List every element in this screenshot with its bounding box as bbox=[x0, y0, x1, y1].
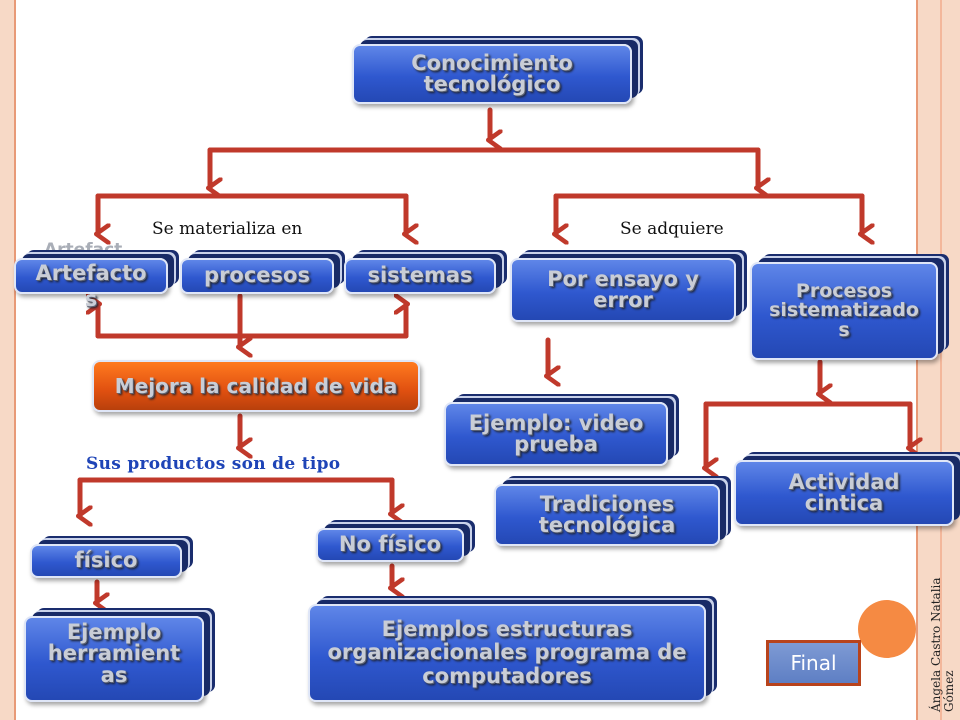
artefactos-ghost-text: Artefact bbox=[44, 240, 123, 260]
slide-frame-right bbox=[918, 0, 960, 720]
label-se-adquiere: Se adquiere bbox=[620, 219, 724, 239]
author-line-2: Gómez bbox=[942, 670, 957, 712]
node-ejemplo-herramientas-label: Ejemplo herramient as bbox=[47, 620, 181, 687]
node-por-ensayo-y-error: Por ensayo y error bbox=[510, 258, 736, 322]
node-fisico: físico bbox=[30, 544, 182, 578]
slide-frame-left bbox=[0, 0, 14, 720]
node-procesos: procesos bbox=[180, 258, 334, 294]
node-sistemas: sistemas bbox=[344, 258, 496, 294]
node-procesos-sistematizados: Procesos sistematizado s bbox=[750, 262, 938, 360]
slide-frame-right-line bbox=[916, 0, 918, 720]
node-procesos-label: procesos bbox=[204, 263, 310, 288]
node-mejora-calidad-de-vida: Mejora la calidad de vida bbox=[92, 360, 420, 412]
node-ejemplo-video-prueba: Ejemplo: video prueba bbox=[444, 402, 668, 466]
node-no-fisico-label: No físico bbox=[338, 532, 442, 557]
node-fisico-label: físico bbox=[74, 548, 138, 573]
node-ejemplo-herramientas: Ejemplo herramient as bbox=[24, 616, 204, 702]
node-mejora-label: Mejora la calidad de vida bbox=[114, 373, 398, 398]
decorative-circle bbox=[858, 600, 916, 658]
node-ejemplos-estructuras-label: Ejemplos estructuras organizacionales pr… bbox=[327, 616, 687, 688]
node-tradiciones-tecnologica: Tradiciones tecnológica bbox=[494, 484, 720, 546]
node-ejemplo-video-label: Ejemplo: video prueba bbox=[468, 410, 644, 456]
node-conocimiento-label: Conocimiento tecnológico bbox=[411, 50, 573, 96]
final-button[interactable]: Final bbox=[766, 640, 861, 686]
label-sus-productos: Sus productos son de tipo bbox=[86, 454, 341, 474]
node-actividad-cintica: Actividad cintica bbox=[734, 460, 954, 526]
final-button-label: Final bbox=[790, 651, 837, 675]
node-conocimiento-tecnologico: Conocimiento tecnológico bbox=[352, 44, 632, 104]
node-actividad-label: Actividad cintica bbox=[788, 469, 900, 515]
node-ejemplos-estructuras: Ejemplos estructuras organizacionales pr… bbox=[308, 604, 706, 702]
label-se-materializa: Se materializa en bbox=[152, 219, 303, 239]
node-tradiciones-label: Tradiciones tecnológica bbox=[538, 491, 676, 537]
node-artefactos-label: Artefacto s bbox=[35, 261, 147, 311]
slide-frame-left-line bbox=[14, 0, 16, 720]
slide-frame-right-line-inner bbox=[940, 0, 942, 720]
author-credit: Ángela Castro Natalia Gómez bbox=[929, 577, 957, 712]
node-sistemas-label: sistemas bbox=[367, 263, 473, 288]
node-no-fisico: No físico bbox=[316, 528, 464, 562]
node-sistematizados-label: Procesos sistematizado s bbox=[769, 279, 919, 341]
node-ensayo-label: Por ensayo y error bbox=[547, 266, 699, 312]
node-artefactos: Artefacto s bbox=[14, 258, 168, 311]
